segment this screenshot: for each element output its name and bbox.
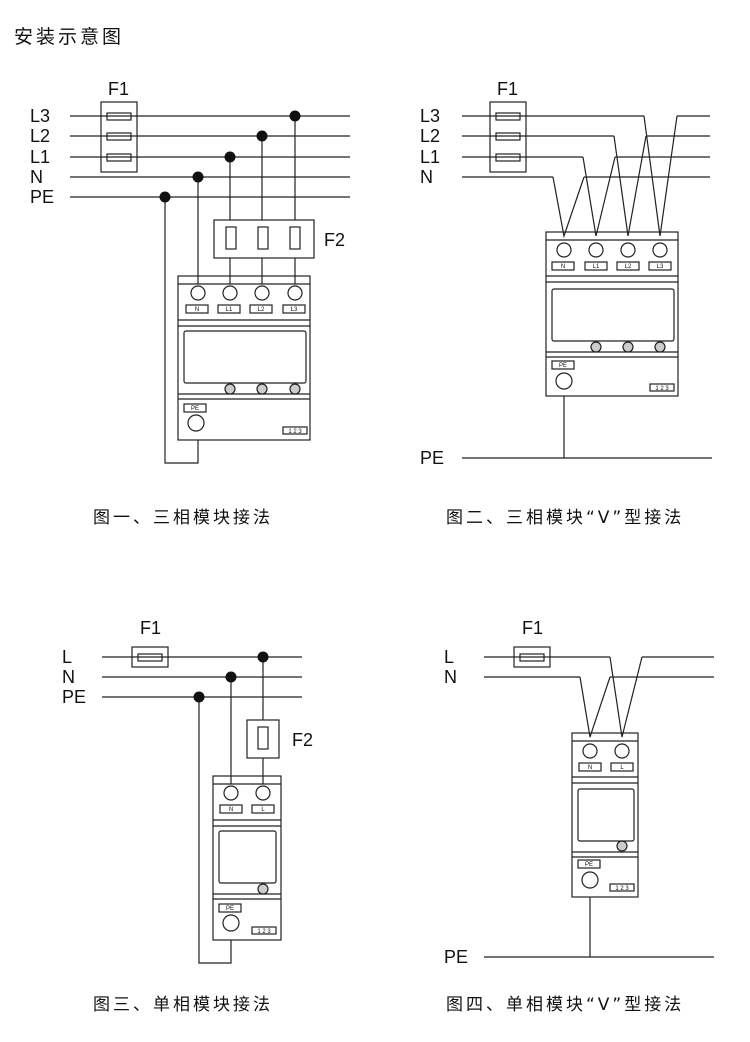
fuse-f1-label: F1 bbox=[497, 79, 518, 99]
diagram-1 bbox=[70, 101, 350, 464]
fuse-f2 bbox=[246, 719, 280, 759]
caption-diagram-2: 图二、三相模块“V”型接法 bbox=[446, 508, 685, 528]
pe-terminal-label: PE bbox=[585, 862, 593, 868]
fuse-f1 bbox=[513, 646, 551, 668]
terminal-label: L1 bbox=[226, 307, 233, 313]
indicator-label: 1 2 3 bbox=[257, 929, 271, 935]
junction-dot bbox=[159, 191, 171, 203]
line-label-n: N bbox=[420, 167, 433, 187]
spd-module-1 bbox=[177, 275, 311, 441]
line-label-pe: PE bbox=[420, 448, 444, 468]
indicator-label: 1 2 3 bbox=[615, 886, 629, 892]
line-label-l: L bbox=[444, 647, 454, 667]
terminal-label: L3 bbox=[657, 264, 664, 270]
fuse-f1-label: F1 bbox=[140, 618, 161, 638]
fuse-f2-label: F2 bbox=[292, 730, 313, 750]
terminal-label: N bbox=[561, 264, 565, 270]
diagram-2 bbox=[462, 101, 712, 459]
caption-diagram-1: 图一、三相模块接法 bbox=[93, 508, 273, 528]
terminal-label: L3 bbox=[291, 307, 298, 313]
junction-dot bbox=[224, 151, 236, 163]
junction-dot bbox=[193, 691, 205, 703]
junction-dot bbox=[257, 651, 269, 663]
fuse-f1-label: F1 bbox=[108, 79, 129, 99]
indicator-label: 1 2 3 bbox=[655, 386, 669, 392]
junction-dot bbox=[256, 130, 268, 142]
junction-dot bbox=[289, 110, 301, 122]
line-label-l3: L3 bbox=[30, 106, 50, 126]
fuse-f1 bbox=[100, 101, 138, 173]
caption-diagram-3: 图三、单相模块接法 bbox=[93, 995, 273, 1015]
terminal-label: L bbox=[620, 765, 624, 771]
terminal-label: L1 bbox=[593, 264, 600, 270]
pe-terminal-label: PE bbox=[191, 406, 199, 412]
caption-diagram-4: 图四、单相模块“V”型接法 bbox=[446, 995, 685, 1015]
line-label-l3: L3 bbox=[420, 106, 440, 126]
line-label-n: N bbox=[62, 667, 75, 687]
diagram-4 bbox=[484, 646, 714, 958]
line-label-l2: L2 bbox=[420, 126, 440, 146]
terminal-label: N bbox=[195, 307, 199, 313]
terminal-label: L2 bbox=[258, 307, 265, 313]
line-label-l1: L1 bbox=[30, 147, 50, 167]
junction-dot bbox=[225, 671, 237, 683]
line-label-l2: L2 bbox=[30, 126, 50, 146]
line-label-n: N bbox=[30, 167, 43, 187]
spd-module-3 bbox=[212, 775, 282, 941]
junction-dot bbox=[192, 171, 204, 183]
line-label-pe: PE bbox=[62, 687, 86, 707]
line-label-l: L bbox=[62, 647, 72, 667]
line-label-n: N bbox=[444, 667, 457, 687]
terminal-label: L bbox=[261, 807, 265, 813]
line-label-pe: PE bbox=[30, 187, 54, 207]
fuse-f1 bbox=[489, 101, 527, 173]
spd-module-4 bbox=[571, 732, 639, 898]
terminal-label: N bbox=[588, 765, 592, 771]
line-label-pe: PE bbox=[444, 947, 468, 967]
page-title: 安装示意图 bbox=[14, 26, 125, 48]
line-label-l1: L1 bbox=[420, 147, 440, 167]
pe-terminal-label: PE bbox=[226, 906, 234, 912]
terminal-label: N bbox=[229, 807, 233, 813]
pe-terminal-label: PE bbox=[559, 363, 567, 369]
fuse-f1 bbox=[131, 646, 169, 668]
diagram-3 bbox=[102, 646, 302, 964]
indicator-label: 1 2 3 bbox=[288, 429, 302, 435]
fuse-f2-label: F2 bbox=[324, 230, 345, 250]
terminal-label: L2 bbox=[625, 264, 632, 270]
fuse-f2 bbox=[213, 219, 315, 259]
spd-module-2 bbox=[545, 231, 679, 397]
fuse-f1-label: F1 bbox=[522, 618, 543, 638]
